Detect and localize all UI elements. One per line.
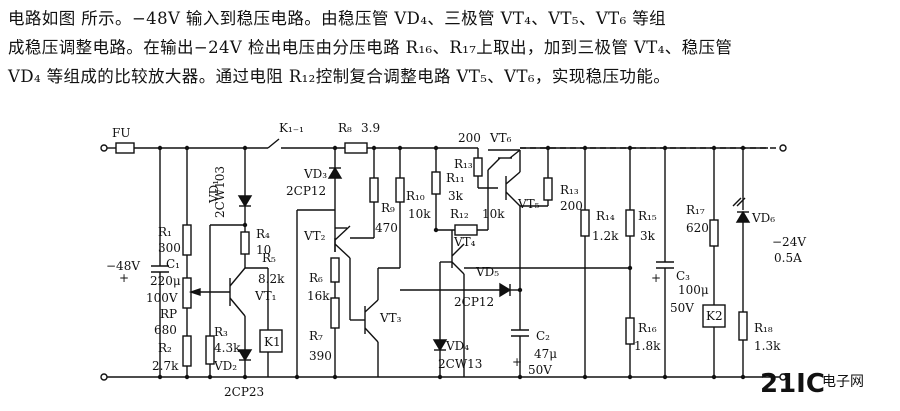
r7-value: 390 — [309, 349, 332, 363]
vd3-label: VD₃ — [303, 167, 327, 181]
k1-label: K1 — [264, 335, 281, 349]
r16-label: R₁₆ — [638, 321, 657, 335]
r4-value: 10 — [256, 243, 271, 257]
r12-label: R₁₂ — [450, 207, 469, 221]
r13a-value: 200 — [458, 131, 481, 145]
c3-value: 100μ — [678, 283, 709, 297]
r18-label: R₁₈ — [754, 321, 773, 335]
svg-text:+: + — [512, 355, 522, 369]
vt3-label: VT₃ — [379, 311, 402, 325]
c2-value: 47μ — [534, 347, 557, 361]
r17-label: R₁₇ — [686, 203, 705, 217]
watermark-text: 电子网 — [822, 374, 864, 390]
r5-label: R₅ — [262, 251, 276, 265]
input-section: −48V + C₁ 220μ 100V R₁ 300 RP 680 R₂ 2.7… — [106, 148, 230, 377]
vd1-value: 2CW103 — [213, 166, 227, 218]
r8-label: R₈ — [338, 121, 352, 135]
fuse-fu — [115, 142, 135, 154]
fuse-label: FU — [112, 126, 130, 140]
r2-value: 2.7k — [152, 359, 179, 373]
r3-label: R₃ — [214, 325, 228, 339]
vt5-label: VT₅ — [517, 197, 540, 211]
description-line-3: VD₄ 等组成的比较放大器。通过电阻 R₁₂控制复合调整电路 VT₅、VT₆，实… — [8, 67, 671, 86]
r1-label: R₁ — [158, 225, 172, 239]
vt2-vt3-stage: R₈ 3.9 VD₃ 2CP12 VT₂ R₆ 16k R₇ 390 R₉ 47… — [286, 121, 431, 377]
vd4-value: 2CW13 — [438, 357, 482, 371]
relay-k1 — [259, 329, 283, 353]
r11-value: 3k — [448, 189, 464, 203]
vd5-label: VD₅ — [475, 265, 499, 279]
r17-value: 620 — [686, 221, 709, 235]
c2-label: C₂ — [536, 329, 550, 343]
r16-value: 1.8k — [634, 339, 661, 353]
svg-text:+: + — [119, 271, 129, 285]
r9-label: R₉ — [381, 201, 395, 215]
junction-dots — [157, 145, 746, 380]
vd2-label: VD₂ — [213, 359, 237, 373]
composite-regulator: R₁₃ 200 VT₆ VT₅ R₁₃ 200 C₂ 47μ 50V + — [454, 131, 583, 377]
vt2-label: VT₂ — [303, 229, 326, 243]
output-section: R₁₄ 1.2k R₁₅ 3k R₁₆ 1.8k C₃ 100μ 50V + R… — [580, 148, 806, 377]
c2-voltage: 50V — [528, 363, 552, 377]
r14-label: R₁₄ — [596, 209, 615, 223]
vd4-label: VD₄ — [445, 339, 469, 353]
r6-label: R₆ — [309, 271, 323, 285]
r15-value: 3k — [640, 229, 656, 243]
rails — [100, 138, 787, 381]
r7-label: R₇ — [309, 329, 323, 343]
description-paragraph: 电路如图 所示。−48V 输入到稳压电路。由稳压管 VD₄、三极管 VT₄、VT… — [8, 4, 892, 91]
c1-voltage: 100V — [146, 291, 178, 305]
r6-value: 16k — [307, 289, 330, 303]
vd1-label: VD₁ — [207, 180, 221, 204]
vd5-value: 2CP12 — [454, 295, 494, 309]
svg-text:+: + — [651, 271, 661, 285]
vd2-value: 2CP23 — [224, 385, 264, 399]
r10-label: R₁₀ — [406, 189, 425, 203]
input-voltage: −48V — [106, 259, 140, 273]
rp-label: RP — [160, 307, 177, 321]
relay-contact-label: K₁₋₁ — [279, 121, 304, 135]
r11-label: R₁₁ — [446, 171, 465, 185]
vt4-stage: R₁₁ 3k R₁₂ 10k VT₄ VD₄ 2CW13 VD₅ 2CP12 — [400, 148, 630, 377]
r8-value: 3.9 — [361, 121, 380, 135]
output-voltage: −24V — [772, 235, 806, 249]
k2-label: K2 — [706, 309, 723, 323]
vt6-label: VT₆ — [489, 131, 512, 145]
r14-value: 1.2k — [592, 229, 619, 243]
c1-value: 220μ — [150, 274, 181, 288]
r15-label: R₁₅ — [638, 209, 657, 223]
r2-label: R₂ — [158, 341, 172, 355]
vd6-label: VD₆ — [751, 211, 775, 225]
description-line-1: 电路如图 所示。−48V 输入到稳压电路。由稳压管 VD₄、三极管 VT₄、VT… — [8, 9, 667, 28]
c3-voltage: 50V — [670, 301, 694, 315]
output-current: 0.5A — [774, 251, 802, 265]
description-line-2: 成稳压调整电路。在输出−24V 检出电压由分压电路 R₁₆、R₁₇上取出，加到三… — [8, 38, 733, 57]
vd3-value: 2CP12 — [286, 184, 326, 198]
c1-label: C₁ — [166, 257, 180, 271]
vt1-label: VT₁ — [254, 289, 276, 303]
r1-value: 300 — [158, 241, 181, 255]
r5-value: 8.2k — [258, 272, 285, 286]
r13b-label: R₁₃ — [560, 183, 579, 197]
r4-label: R₄ — [256, 227, 270, 241]
r3-value: 4.3k — [214, 341, 241, 355]
watermark-logo: 21IC — [760, 369, 825, 399]
c3-label: C₃ — [676, 269, 690, 283]
r13a-label: R₁₃ — [454, 157, 473, 171]
rp-value: 680 — [154, 323, 177, 337]
watermark: 21IC 电子网 — [760, 369, 864, 399]
vt4-label: VT₄ — [453, 235, 476, 249]
r10-value: 10k — [408, 207, 431, 221]
r9-value: 470 — [375, 221, 398, 235]
r18-value: 1.3k — [754, 339, 781, 353]
r12-value: 10k — [482, 207, 505, 221]
r13b-value: 200 — [560, 199, 583, 213]
vt1-stage: VD₁ 2CW103 R₄ 10 R₅ 8.2k VT₁ R₃ 4.3k K1 … — [205, 148, 285, 399]
